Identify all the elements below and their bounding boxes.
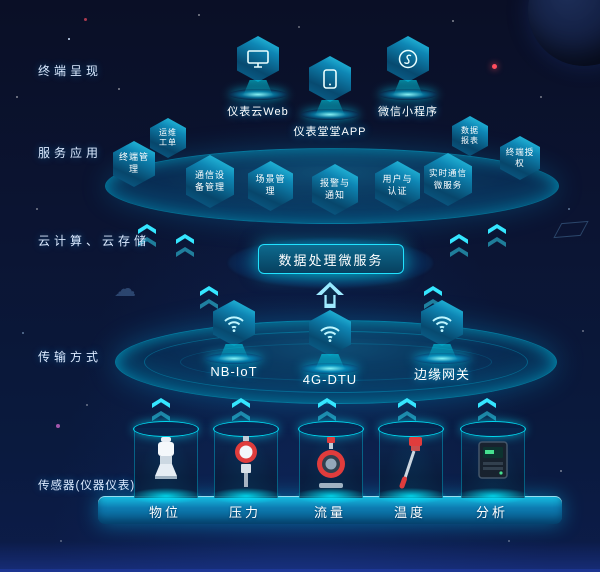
level-sensor-icon [155,437,177,479]
sensor-level [130,421,202,504]
sensor-level-label: 物位 [148,505,181,520]
badge-data-report: 数据报表 [452,116,488,156]
up-chevrons-icon [398,398,416,424]
layer-label-transmission: 传输方式 [38,350,103,364]
layer-label-service: 服务应用 [38,146,103,160]
layer-label-cloud: 云计算、云存储 [38,234,151,248]
light-beam [219,344,249,360]
terminal-miniprogram-label: 微信小程序 [378,106,438,118]
light-beam [243,80,273,96]
up-chevrons-icon [232,398,250,424]
data-processing-microservice-node: 数据处理微服务 [258,244,404,274]
up-chevrons-icon [318,398,336,424]
bottom-strip [0,541,600,572]
terminal-web-label: 仪表云Web [227,106,289,118]
layer-label-sensor: 传感器(仪器仪表) [38,480,136,492]
sensor-analysis [457,421,529,504]
red-dot-decoration [84,18,87,21]
wifi-icon [309,310,351,356]
up-chevrons-icon [200,286,218,312]
light-beam [315,354,345,370]
transmission-edge-gateway-label: 边缘网关 [413,367,470,382]
planet-decoration-icon [528,0,600,66]
transmission-4gdtu-label: 4G-DTU [302,372,358,387]
box-decoration [553,220,589,239]
miniprogram-icon [387,36,429,82]
sensor-temperature [375,421,447,504]
tower-4gdtu [285,310,375,374]
temperature-probe-icon [399,437,422,489]
up-chevrons-icon [450,234,468,260]
terminal-app-tower: 仪表堂堂APP [285,56,375,139]
tower-nbiot [189,300,279,364]
terminal-app-label: 仪表堂堂APP [293,126,367,138]
tower-edge-gateway [397,300,487,364]
sensor-analysis-label: 分析 [475,505,508,520]
sensor-temperature-label: 温度 [393,505,426,520]
cloud-icon: ☁ [114,276,136,301]
smartphone-icon [309,56,351,102]
light-beam [427,344,457,360]
transmission-nbiot-label: NB-IoT [210,364,258,379]
analyzer-icon [478,441,508,479]
sensor-flow [295,421,367,504]
terminal-miniprogram-tower: 微信小程序 [363,36,453,119]
up-chevrons-icon [424,286,442,312]
flow-meter-icon [317,437,345,488]
up-chevrons-icon [138,224,156,250]
layer-label-terminal: 终端呈现 [38,64,103,78]
light-beam [393,80,423,96]
pressure-transmitter-icon [235,436,257,487]
up-chevrons-icon [152,398,170,424]
monitor-icon [237,36,279,82]
up-chevrons-icon [478,398,496,424]
pink-dot-decoration [56,424,60,428]
up-chevrons-icon [176,234,194,260]
up-chevrons-icon [488,224,506,250]
sensor-pressure [210,421,282,504]
badge-ops-workorder: 运维工单 [150,118,186,158]
wifi-icon [213,300,255,346]
terminal-web-tower: 仪表云Web [213,36,303,119]
sensor-flow-label: 流量 [313,505,346,520]
light-beam [315,100,345,116]
wifi-icon [421,300,463,346]
sensor-pressure-label: 压力 [228,505,261,520]
red-dot-decoration [492,64,497,69]
starfield [0,0,2,2]
badge-terminal-mgmt: 终端管理 [113,141,155,187]
